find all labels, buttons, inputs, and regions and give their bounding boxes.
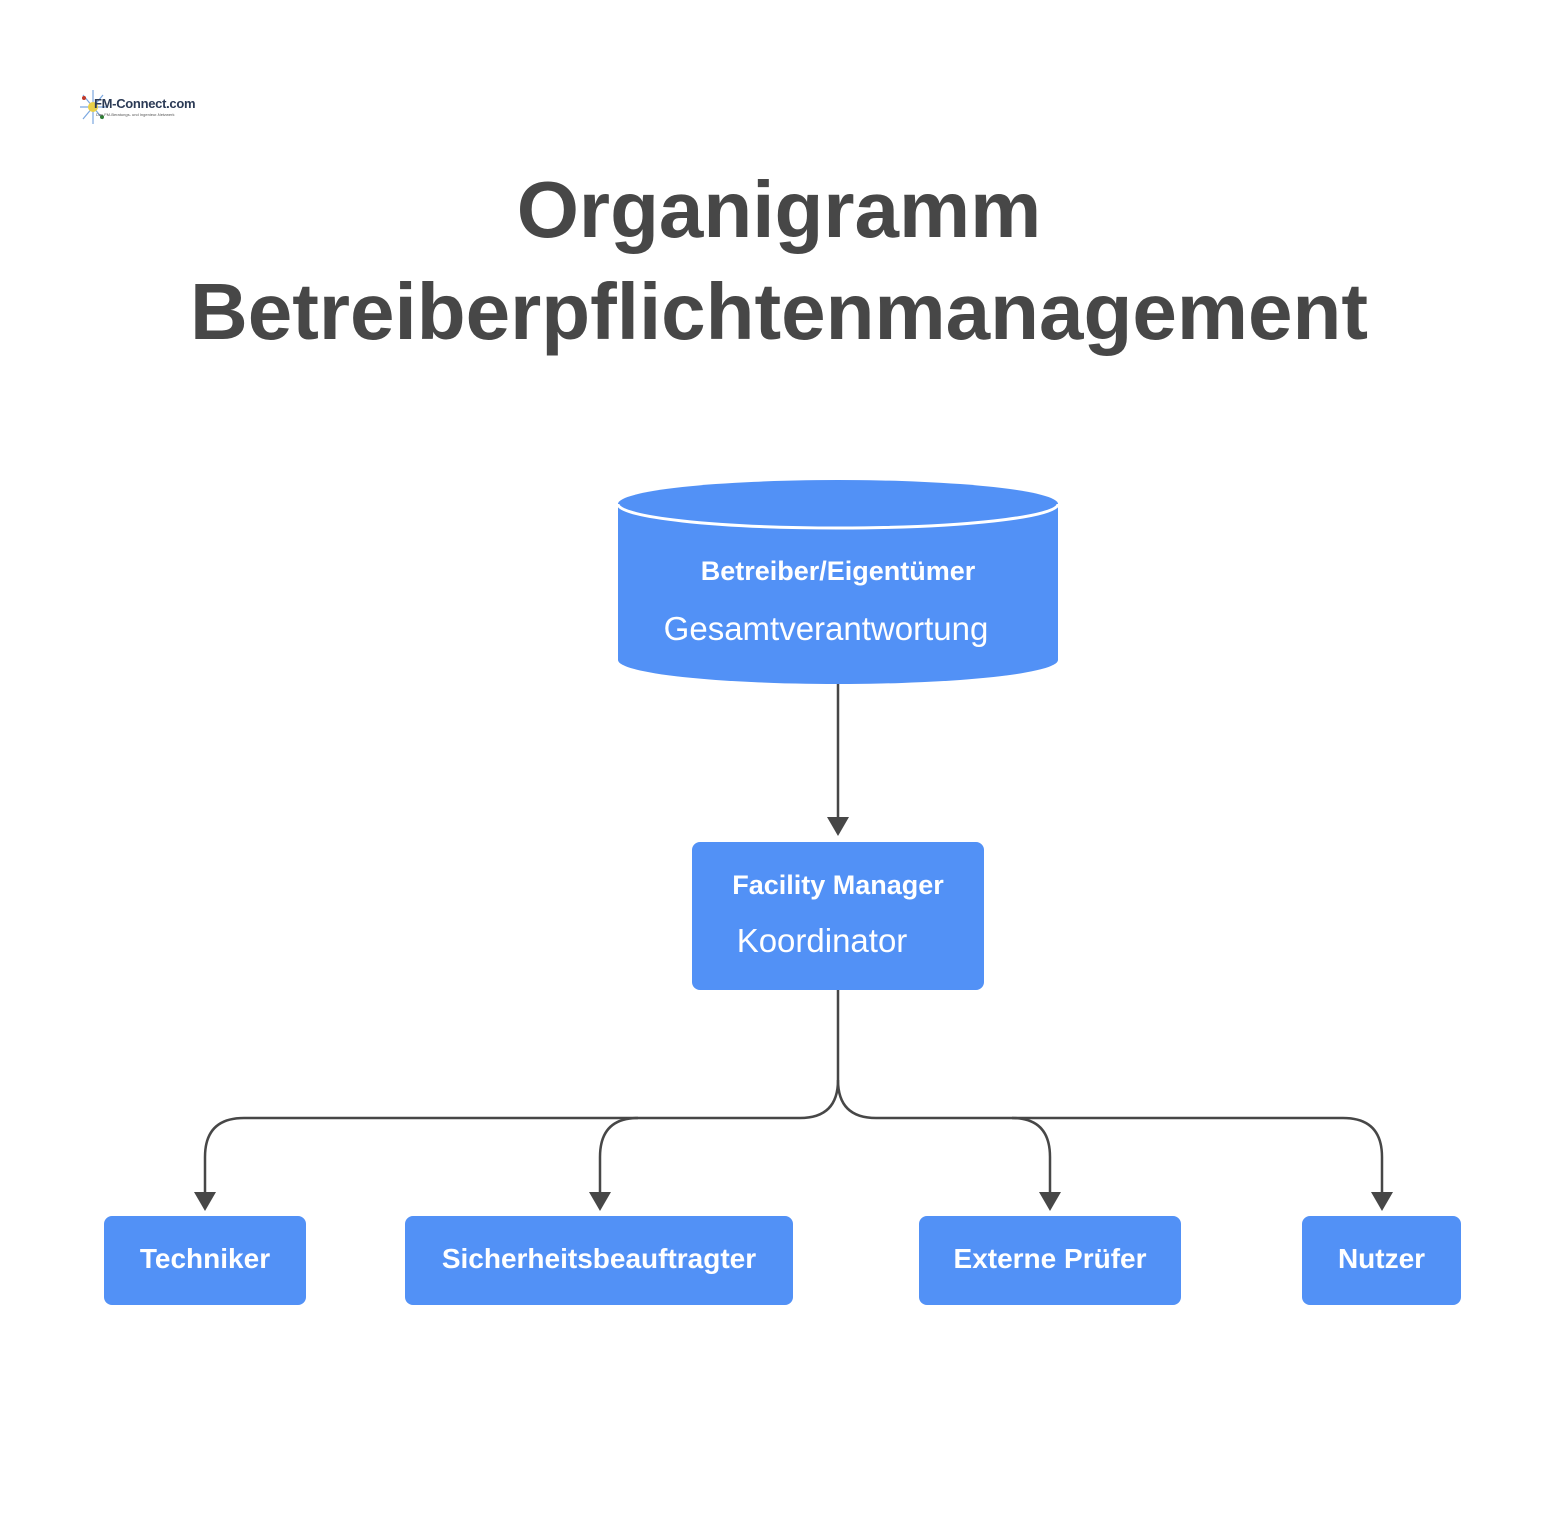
arrowhead-externe-pruefer — [1039, 1192, 1061, 1211]
arrowhead-techniker — [194, 1192, 216, 1211]
logo-text: FM-Connect.com — [94, 96, 196, 111]
connector-to-sicherheitsbeauftragter — [598, 1116, 639, 1195]
node-sicherheitsbeauftragter: Sicherheitsbeauftragter — [405, 1216, 793, 1305]
node-techniker: Techniker — [104, 1216, 306, 1305]
page-title-line-2: Betreiberpflichtenmanagement — [189, 267, 1369, 356]
node-owner-cylinder — [616, 480, 1060, 684]
logo-tagline: Das FM-Beratungs- und Ingenieur-Netzwerk — [96, 112, 175, 117]
page-title-line-1: Organigramm — [516, 165, 1042, 254]
arrowhead-nutzer — [1371, 1192, 1393, 1211]
connector-to-externe-pruefer — [1011, 1116, 1052, 1195]
arrowhead-sicherheitsbeauftragter — [589, 1192, 611, 1211]
connector-to-techniker — [203, 1079, 840, 1195]
node-owner-role: Gesamtverantwortung — [663, 610, 989, 647]
node-externe-pruefer: Externe Prüfer — [919, 1216, 1181, 1305]
connector-to-nutzer — [836, 1079, 1384, 1195]
node-facility-manager: Facility Manager Koordinator — [692, 842, 984, 990]
node-nutzer-label: Nutzer — [1337, 1243, 1426, 1274]
node-facility-manager-name: Facility Manager — [732, 870, 944, 900]
node-owner-name: Betreiber/Eigentümer — [700, 556, 976, 586]
node-sicherheitsbeauftragter-label: Sicherheitsbeauftragter — [441, 1243, 757, 1274]
node-techniker-label: Techniker — [139, 1243, 271, 1274]
node-facility-manager-role: Koordinator — [736, 922, 908, 959]
logo-star-icon — [80, 90, 106, 124]
fm-connect-logo: FM-Connect.com Das FM-Beratungs- und Ing… — [78, 84, 196, 130]
arrowhead-fm — [827, 817, 849, 836]
node-externe-pruefer-label: Externe Prüfer — [953, 1243, 1147, 1274]
node-nutzer: Nutzer — [1302, 1216, 1461, 1305]
